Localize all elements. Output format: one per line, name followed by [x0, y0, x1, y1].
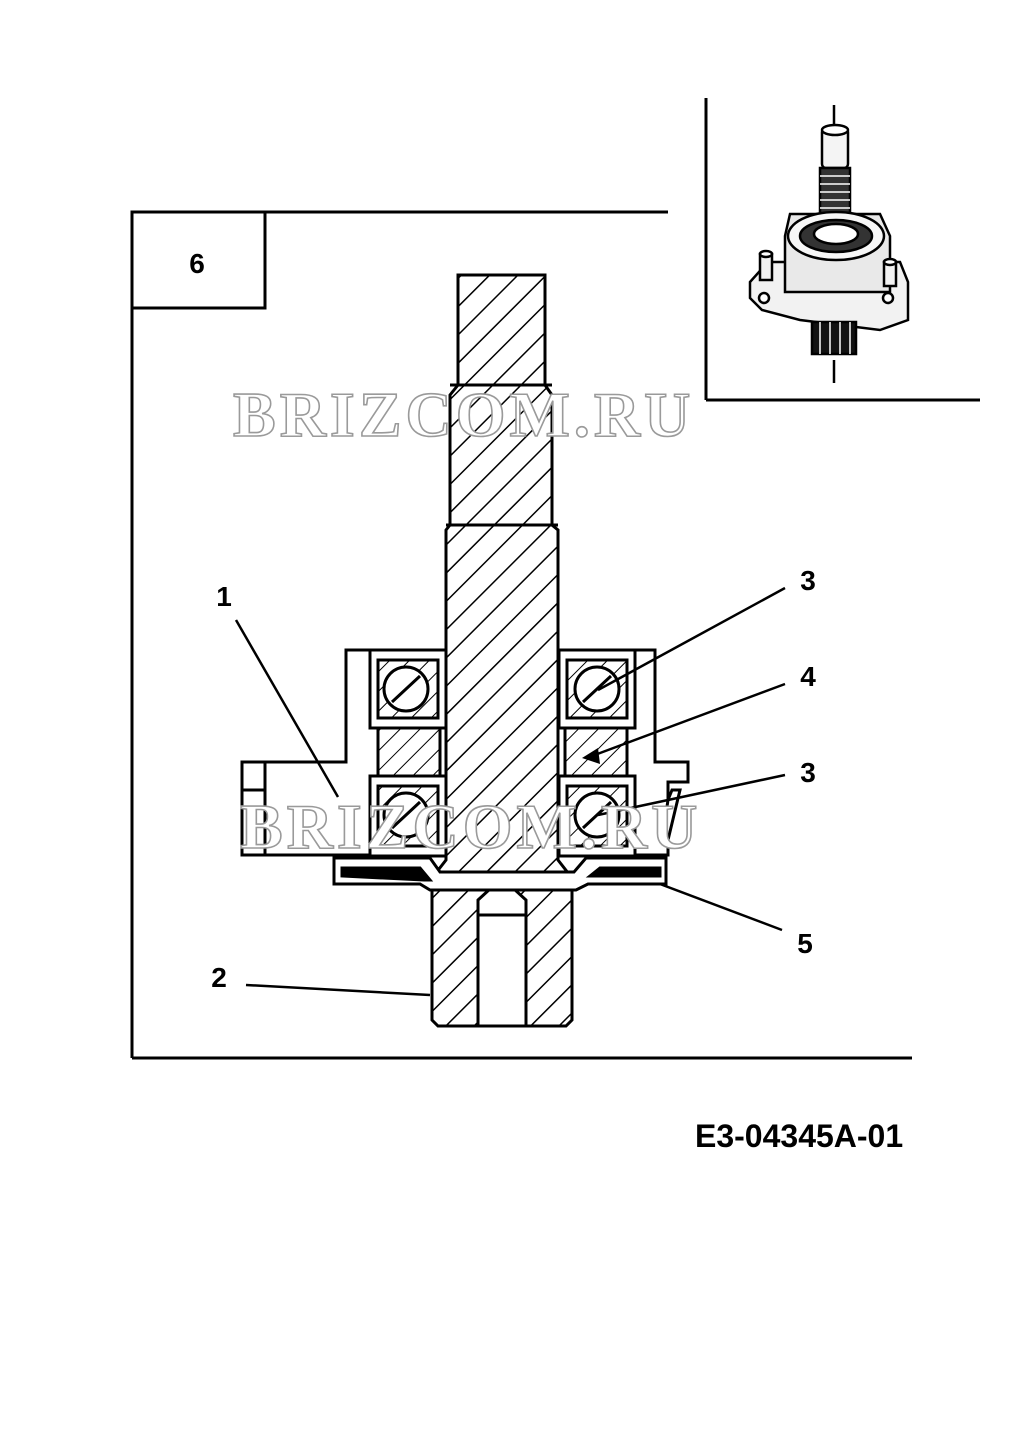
spacer-left — [376, 726, 442, 778]
bearing-lower-right — [557, 774, 637, 858]
leader-lines — [234, 586, 786, 997]
watermark-top: BRIZCOM.RU — [233, 379, 694, 450]
bearing-upper-left — [368, 648, 448, 730]
arrow-head-part-4 — [582, 748, 600, 764]
watermark-middle: BRIZCOM.RU — [240, 791, 701, 862]
bearing-upper-right — [557, 648, 637, 730]
section-number-label: 6 — [189, 248, 205, 279]
callout-1: 1 — [216, 581, 232, 612]
callout-2: 2 — [211, 962, 227, 993]
inset-frame — [704, 98, 980, 402]
callout-4: 4 — [800, 661, 816, 692]
callout-3-lower: 3 — [800, 757, 816, 788]
isometric-spindle-illustration — [748, 105, 910, 383]
callout-3-upper: 3 — [800, 565, 816, 596]
section-frame — [130, 210, 912, 1060]
document-number: E3-04345A-01 — [695, 1118, 904, 1154]
retaining-clip — [660, 788, 682, 842]
bearing-lower-left — [368, 774, 448, 858]
spindle-shaft — [430, 273, 574, 1028]
callout-5: 5 — [797, 928, 813, 959]
shaft-guard-plate — [332, 856, 668, 892]
